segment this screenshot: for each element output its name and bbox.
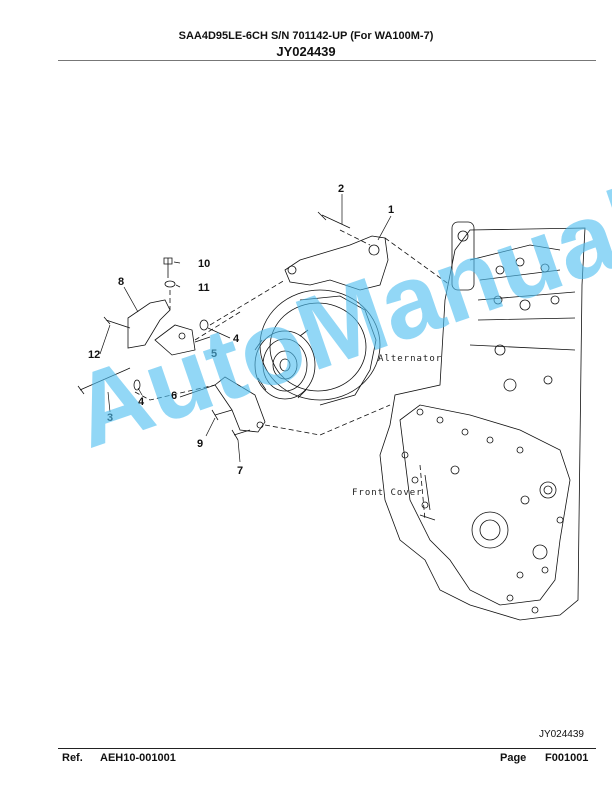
callout-4b: 4	[138, 396, 145, 408]
callout-12: 12	[88, 349, 100, 361]
callout-1: 1	[388, 204, 394, 216]
bolt-2	[317, 211, 351, 229]
callout-4a: 4	[233, 333, 240, 345]
bolt-12	[103, 316, 131, 329]
callout-6: 6	[171, 390, 177, 402]
drawing-code: JY024439	[538, 729, 584, 740]
plate-6	[214, 376, 266, 433]
front-cover	[399, 404, 571, 606]
washer-4a	[133, 379, 141, 391]
callout-11: 11	[198, 282, 210, 294]
front-cover-label: Front Cover	[352, 488, 423, 498]
washer-11	[164, 280, 176, 288]
bolt-3	[77, 367, 131, 395]
stay-8	[127, 299, 171, 349]
alternator	[254, 289, 381, 406]
page-label: Page	[500, 752, 527, 764]
washer-4b	[199, 319, 209, 331]
ref-label: Ref.	[62, 752, 83, 764]
bolt-7	[231, 429, 251, 441]
engine-block	[379, 227, 586, 621]
bracket-5	[154, 324, 196, 356]
lifting-bracket	[451, 221, 475, 291]
callout-7: 7	[237, 465, 243, 477]
callout-8: 8	[118, 276, 124, 288]
footer-divider	[58, 748, 596, 749]
ref-value: AEH10-001001	[100, 752, 176, 764]
callout-10: 10	[198, 258, 210, 270]
callout-3: 3	[107, 412, 113, 424]
header-divider	[58, 60, 596, 61]
callouts: 1 2 3 4 4 5 6 7 8 9 10 11 12	[88, 183, 394, 477]
page-subtitle: JY024439	[276, 44, 336, 59]
bolt-10	[163, 257, 173, 278]
callout-5: 5	[211, 348, 217, 360]
alternator-label: Alternator	[378, 354, 442, 364]
page-title: SAA4D95LE-6CH S/N 701142-UP (For WA100M-…	[178, 30, 434, 42]
callout-2: 2	[338, 183, 344, 195]
page-value: F001001	[545, 752, 589, 764]
callout-9: 9	[197, 438, 203, 450]
bolt-9	[211, 409, 233, 421]
mounting-bracket-1	[284, 235, 389, 291]
